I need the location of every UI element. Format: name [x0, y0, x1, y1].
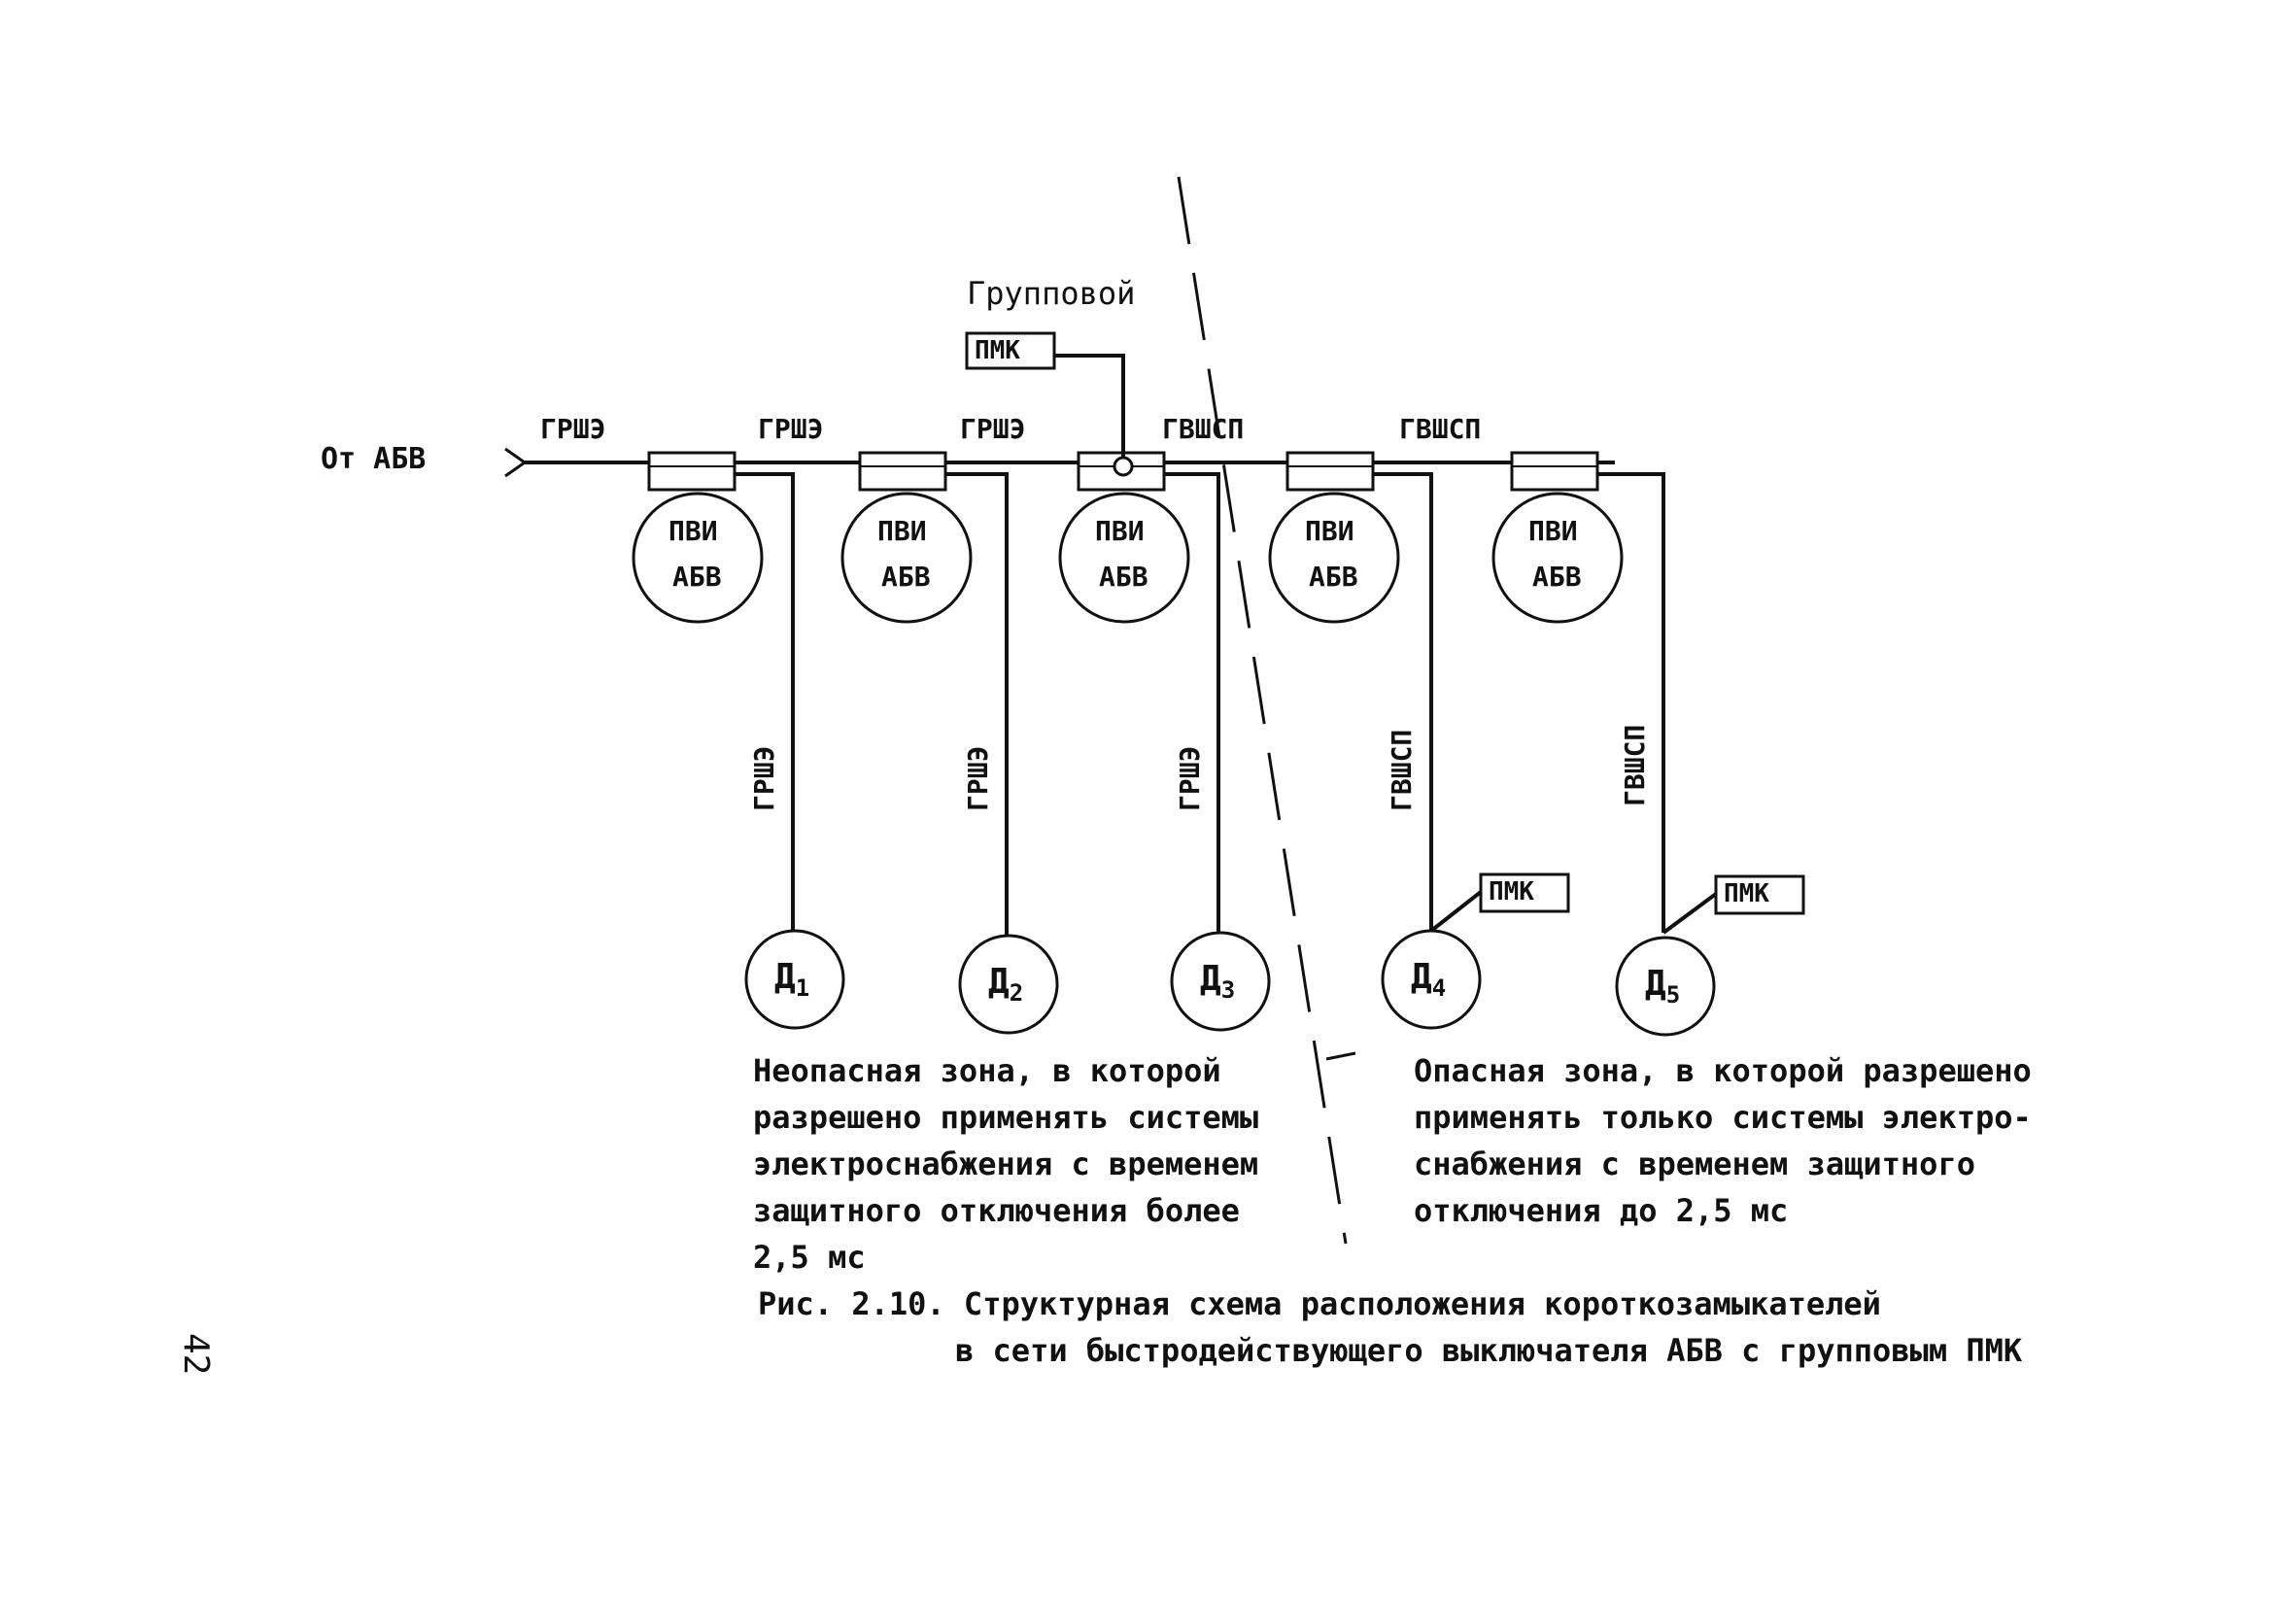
motor-5 [1615, 936, 1716, 1037]
danger-zone-text: Опасная зона, в которой разрешено примен… [1414, 1052, 2032, 1229]
cable-vert-5: ГВШСП [1619, 724, 1651, 806]
cable-vert-2: ГРШЭ [962, 745, 994, 811]
source-label: От АБВ [321, 442, 427, 476]
breaker-4 [1285, 451, 1375, 492]
cable-top-5: ГВШСП [1399, 413, 1482, 445]
switch-circle-2 [840, 492, 973, 624]
motor4-pmk-label: ПМК [1489, 877, 1534, 906]
figure-caption-line1: Рис. 2.10. Структурная схема расположени… [758, 1285, 1881, 1322]
switch-5-line2: АБВ [1532, 561, 1582, 593]
breaker-5 [1510, 451, 1599, 492]
cable-top-1: ГРШЭ [540, 413, 606, 445]
breaker-3 [1077, 451, 1166, 492]
feeder-4 [1373, 472, 1433, 931]
cable-top-2: ГРШЭ [758, 413, 824, 445]
switch-3-line1: ПВИ [1095, 515, 1145, 547]
switch-3-line2: АБВ [1099, 561, 1148, 593]
group-pmk-box [965, 331, 1056, 370]
motor-1-label: Д1 [774, 957, 810, 1003]
breaker-1 [647, 451, 737, 492]
switch-circle-4 [1268, 492, 1400, 624]
switch-circle-5 [1491, 492, 1624, 624]
motor-3 [1170, 931, 1271, 1032]
switch-4-line1: ПВИ [1305, 515, 1354, 547]
cable-vert-4: ГВШСП [1386, 729, 1418, 811]
switch-2-line2: АБВ [881, 561, 931, 593]
feeder-3 [1164, 472, 1220, 933]
cable-vert-1: ГРШЭ [748, 745, 780, 811]
switch-1-line1: ПВИ [668, 515, 718, 547]
cable-vert-3: ГРШЭ [1174, 745, 1206, 811]
feeder-5 [1597, 472, 1665, 933]
motor-4-label: Д4 [1411, 957, 1447, 1003]
switch-circle-1 [632, 492, 764, 624]
zone-boundary-line [1177, 176, 1348, 1245]
motor5-pmk-box [1714, 874, 1805, 915]
cable-top-3: ГРШЭ [960, 413, 1026, 445]
motor-2 [958, 934, 1059, 1035]
switch-2-line1: ПВИ [877, 515, 927, 547]
source-arrow [504, 447, 528, 478]
safe-zone-text: Неопасная зона, в которой разрешено прим… [753, 1052, 1259, 1276]
motor-3-label: Д3 [1200, 959, 1236, 1005]
motor-1 [744, 929, 845, 1030]
switch-4-line2: АБВ [1309, 561, 1358, 593]
switch-1-line2: АБВ [672, 561, 722, 593]
motor4-pmk-wire [1429, 890, 1483, 933]
motor5-pmk-label: ПМК [1724, 879, 1769, 908]
motor5-pmk-wire [1662, 892, 1718, 935]
group-label: Групповой [967, 275, 1136, 312]
breaker-2 [858, 451, 947, 492]
figure-caption-line2: в сети быстродействующего выключателя АБ… [955, 1332, 2023, 1369]
group-pmk-wire [1054, 354, 1125, 458]
motor-2-label: Д2 [988, 962, 1024, 1008]
page-number: 42 [176, 1333, 216, 1376]
motor-5-label: Д5 [1645, 964, 1681, 1009]
cable-top-4: ГВШСП [1162, 413, 1245, 445]
feeder-2 [945, 472, 1009, 939]
feeder-1 [735, 472, 795, 930]
switch-5-line1: ПВИ [1528, 515, 1578, 547]
zone-tick [1325, 1051, 1356, 1061]
group-pmk-label: ПМК [975, 336, 1020, 365]
switch-circle-3 [1058, 492, 1190, 624]
